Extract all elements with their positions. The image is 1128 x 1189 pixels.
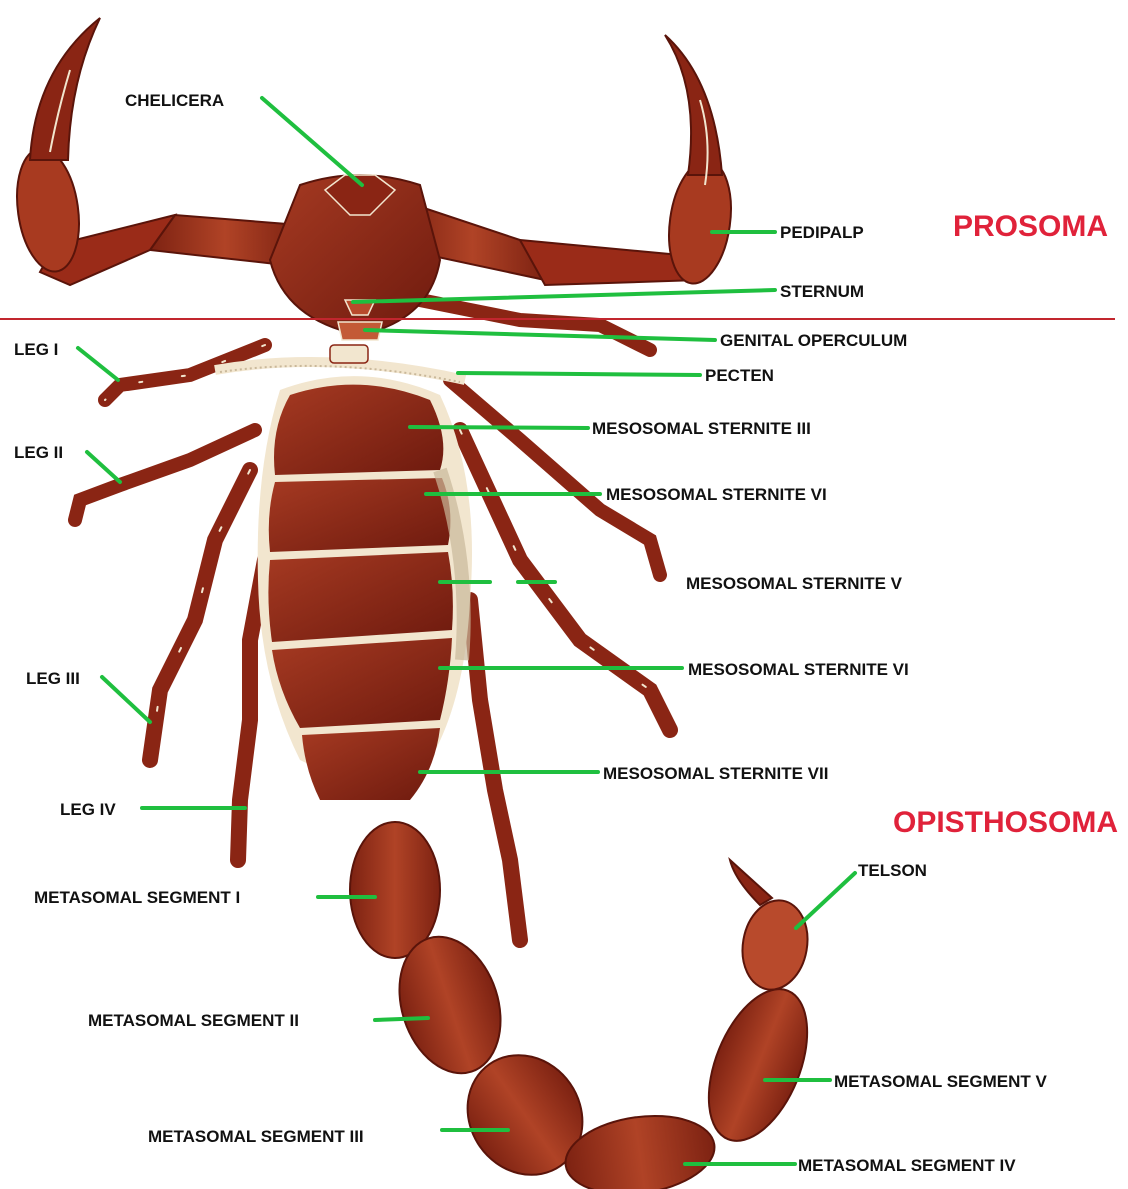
label-leg-ii: LEG II bbox=[14, 443, 63, 462]
leader-leg-ii bbox=[87, 452, 120, 482]
label-metasomal-segment-iii: METASOMAL SEGMENT III bbox=[148, 1127, 364, 1146]
label-mesosomal-sternite-vi-upper: MESOSOMAL STERNITE VI bbox=[606, 485, 827, 504]
region-label-prosoma: PROSOMA bbox=[953, 210, 1108, 243]
label-mesosomal-sternite-iii: MESOSOMAL STERNITE III bbox=[592, 419, 811, 438]
leader-pecten bbox=[458, 373, 700, 375]
prosoma-body bbox=[270, 175, 440, 340]
pedipalp-right bbox=[400, 35, 738, 288]
label-leg-i: LEG I bbox=[14, 340, 58, 359]
leader-mesosomal-sternite-iii bbox=[410, 427, 588, 428]
label-mesosomal-sternite-v: MESOSOMAL STERNITE V bbox=[686, 574, 903, 593]
label-metasomal-segment-i: METASOMAL SEGMENT I bbox=[34, 888, 240, 907]
label-leg-iv: LEG IV bbox=[60, 800, 116, 819]
label-pecten: PECTEN bbox=[705, 366, 774, 385]
label-sternum: STERNUM bbox=[780, 282, 864, 301]
leader-genital-operculum bbox=[365, 330, 715, 340]
label-metasomal-segment-v: METASOMAL SEGMENT V bbox=[834, 1072, 1047, 1091]
pedipalp-left bbox=[10, 18, 300, 285]
leader-chelicera bbox=[262, 98, 362, 185]
label-leg-iii: LEG III bbox=[26, 669, 80, 688]
label-genital-operculum: GENITAL OPERCULUM bbox=[720, 331, 907, 350]
mesosoma-body bbox=[258, 376, 472, 800]
label-mesosomal-sternite-vi-lower: MESOSOMAL STERNITE VI bbox=[688, 660, 909, 679]
label-metasomal-segment-iv: METASOMAL SEGMENT IV bbox=[798, 1156, 1016, 1175]
label-metasomal-segment-ii: METASOMAL SEGMENT II bbox=[88, 1011, 299, 1030]
leader-leg-iii bbox=[102, 677, 150, 722]
label-chelicera: CHELICERA bbox=[125, 91, 224, 110]
leader-telson bbox=[796, 873, 855, 928]
legs-left bbox=[75, 345, 265, 860]
label-pedipalp: PEDIPALP bbox=[780, 223, 864, 242]
region-label-opisthosoma: OPISTHOSOMA bbox=[893, 806, 1118, 839]
label-mesosomal-sternite-vii: MESOSOMAL STERNITE VII bbox=[603, 764, 828, 783]
label-telson: TELSON bbox=[858, 861, 927, 880]
metasoma-tail bbox=[350, 822, 827, 1189]
leader-leg-i bbox=[78, 348, 118, 380]
leader-metasomal-segment-ii bbox=[375, 1018, 428, 1020]
